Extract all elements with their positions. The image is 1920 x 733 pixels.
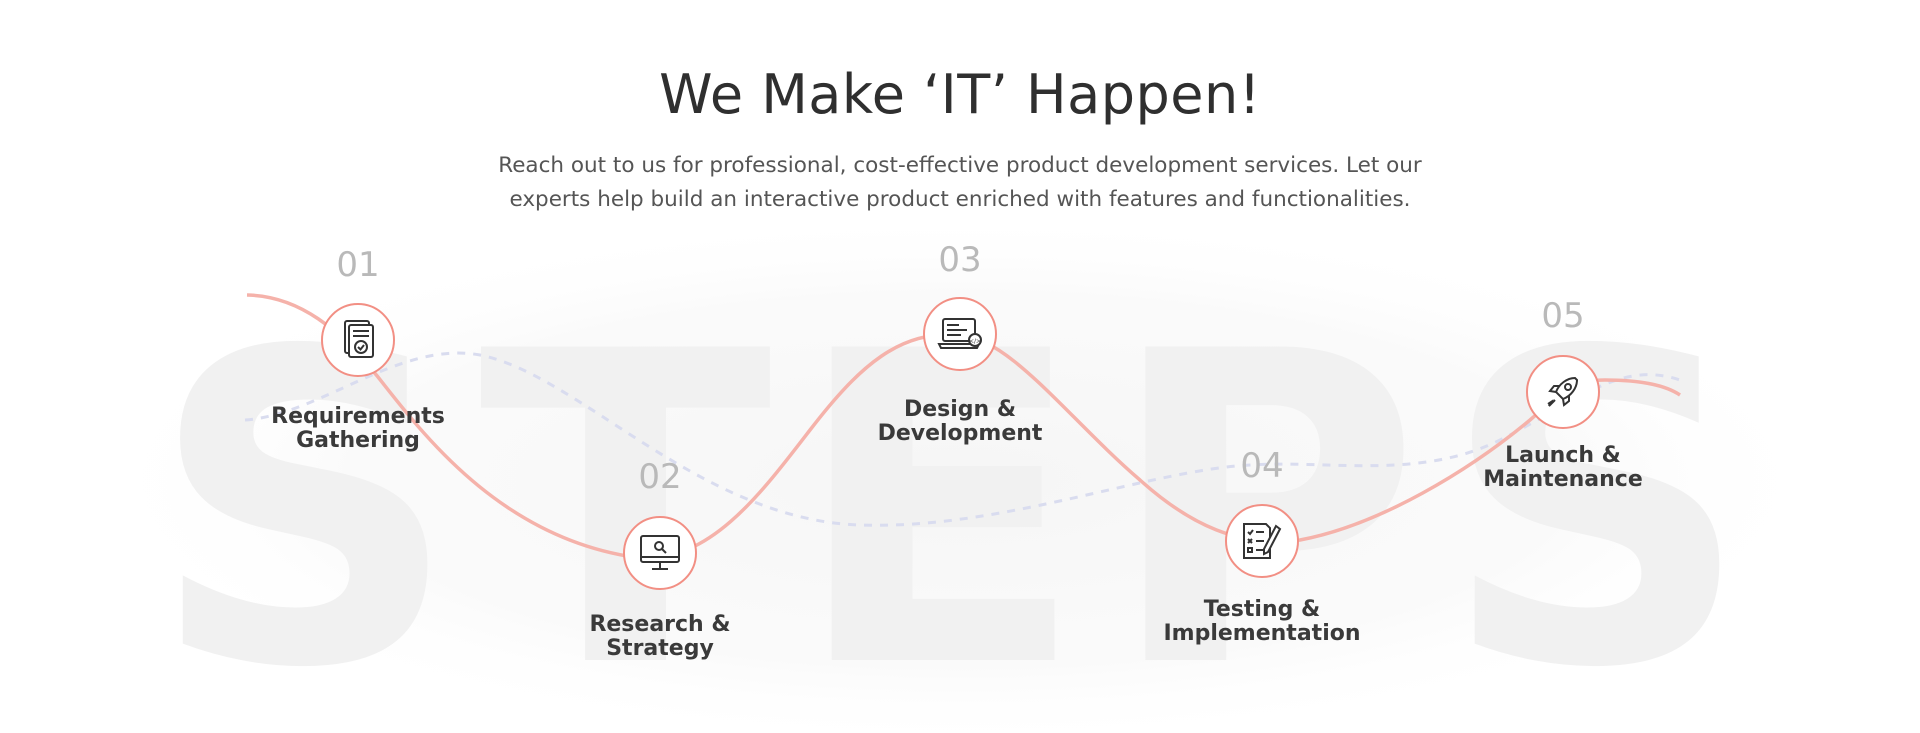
page-subtitle: Reach out to us for professional, cost-e… [470, 149, 1450, 217]
step-number-04: 04 [1240, 446, 1284, 486]
document-check-icon [344, 320, 374, 358]
subtitle-line-1: Reach out to us for professional, cost-e… [498, 153, 1422, 178]
step-03-label-line-1: Design & [903, 397, 1017, 422]
step-05-label: Launch & Maintenance [1443, 444, 1683, 492]
monitor-search-icon [640, 535, 680, 570]
dashed-wave [244, 351, 1681, 527]
rocket-icon [1547, 376, 1579, 407]
step-02-label: Research & Strategy [540, 613, 780, 661]
step-03-label-line-2: Development [877, 421, 1043, 446]
step-05-label-line-1: Launch & [1505, 443, 1621, 468]
svg-text:</>: </> [969, 338, 981, 345]
step-number-02: 02 [638, 457, 682, 497]
background-glow [80, 210, 1840, 733]
step-03-label: Design & Development [840, 398, 1080, 446]
step-number-01: 01 [336, 245, 380, 285]
step-number-03: 03 [938, 240, 982, 280]
laptop-code-icon: </> [937, 318, 982, 349]
step-03-circle[interactable]: </> [923, 297, 997, 371]
step-05-circle[interactable] [1526, 355, 1600, 429]
checklist-pencil-icon [1243, 523, 1282, 559]
step-01-label-line-2: Gathering [296, 428, 420, 453]
step-05-label-line-2: Maintenance [1483, 467, 1643, 492]
page-title: We Make ‘IT’ Happen! [659, 63, 1261, 126]
step-02-label-line-1: Research & [589, 612, 731, 637]
step-01-label: Requirements Gathering [238, 405, 478, 453]
step-04-label-line-1: Testing & [1203, 597, 1321, 622]
step-02-label-line-2: Strategy [606, 636, 714, 661]
step-number-05: 05 [1541, 296, 1585, 336]
step-04-label: Testing & Implementation [1142, 598, 1382, 646]
step-02-circle[interactable] [623, 516, 697, 590]
step-01-circle[interactable] [321, 303, 395, 377]
step-04-label-line-2: Implementation [1163, 621, 1361, 646]
subtitle-line-2: experts help build an interactive produc… [509, 187, 1411, 212]
step-04-circle[interactable] [1225, 504, 1299, 578]
step-01-label-line-1: Requirements [271, 404, 445, 429]
